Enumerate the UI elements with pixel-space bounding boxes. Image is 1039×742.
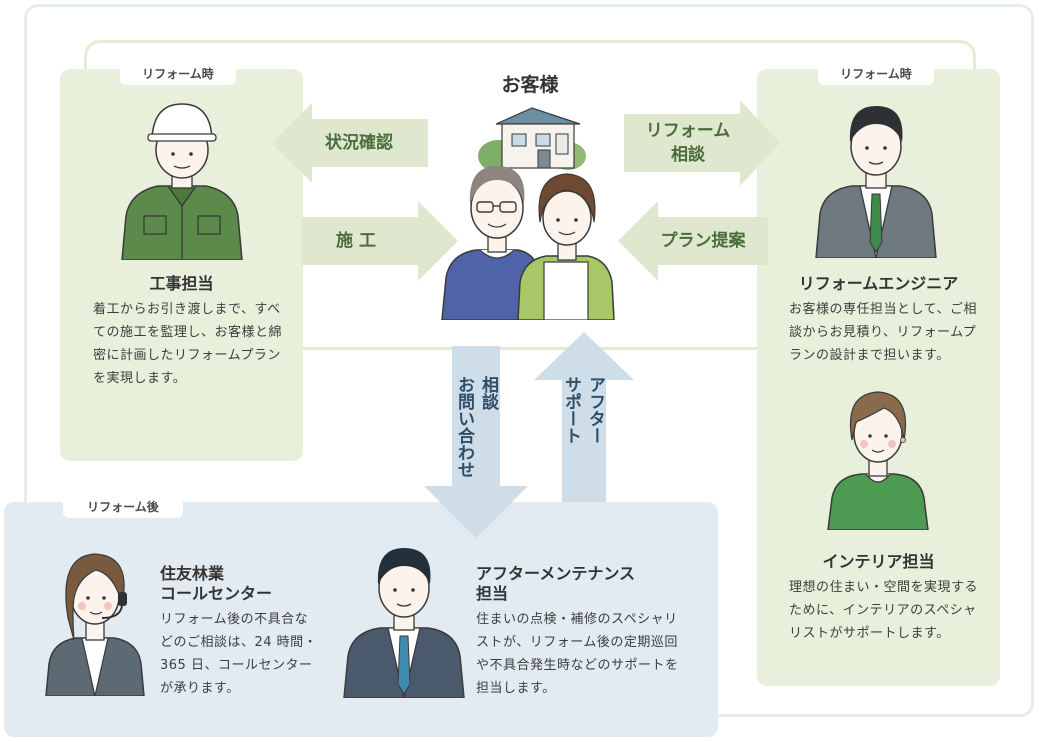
construction-arrow: [302, 201, 458, 281]
after-support-label-1: アフター: [585, 376, 605, 444]
construction-label: 施 工: [336, 231, 376, 251]
customer-title: お客様: [501, 74, 559, 96]
after-support-arrow: [534, 332, 634, 502]
maintenance-title-line2: 担当: [476, 584, 509, 603]
reform-time-tag-right: リフォーム時: [818, 63, 934, 85]
plan-proposal-label: プラン提案: [660, 231, 746, 251]
call-center-description: リフォーム後の不具合などのご相談は、24 時間・365 日、コールセンターが承り…: [160, 612, 318, 696]
call-center-title-line2: コールセンター: [160, 584, 273, 603]
reform-consultation-label-2: 相談: [671, 145, 705, 165]
interior-role-description: 理想の住まい・空間を実現するために、インテリアのスペシャリストがサポートします。: [789, 580, 979, 641]
interior-role-title: インテリア担当: [822, 552, 935, 571]
construction-worker-illustration: [121, 103, 243, 260]
status-check-arrow: [272, 103, 428, 183]
call-center-operator-illustration: [45, 553, 145, 696]
inquiry-label-1: 相談: [478, 376, 498, 410]
maintenance-title-line1: アフターメンテナンス: [476, 564, 636, 583]
reform-consultation-arrow: [624, 100, 780, 186]
after-reform-tag: リフォーム後: [63, 496, 183, 518]
inquiry-label-2: お問い合わせ: [454, 376, 474, 478]
construction-role-description: 着工からお引き渡しまで、すべての施工を監理し、お客様と綿密に計画したリフォームプ…: [93, 302, 283, 386]
maintenance-description: 住まいの点検・補修のスペシャリストが、リフォーム後の定期巡回や不具合発生時などの…: [476, 612, 679, 696]
plan-proposal-arrow: [618, 201, 768, 281]
customer-couple-illustration: [441, 166, 615, 320]
interior-staff-illustration: [827, 391, 929, 530]
reform-time-tag-left: リフォーム時: [120, 63, 236, 85]
engineer-role-description: お客様の専任担当として、ご相談からお見積り、リフォームプランの設計まで担います。: [789, 302, 977, 363]
after-support-label-2: サポート: [561, 376, 581, 444]
reform-engineer-illustration: [815, 106, 937, 258]
construction-role-title: 工事担当: [149, 274, 214, 293]
house-illustration: [478, 107, 586, 172]
status-check-label: 状況確認: [325, 133, 393, 153]
engineer-role-title: リフォームエンジニア: [798, 274, 959, 293]
inquiry-arrow: [424, 346, 528, 538]
maintenance-staff-illustration: [343, 548, 465, 698]
reform-consultation-label-1: リフォーム: [645, 121, 731, 141]
call-center-title-line1: 住友林業: [160, 564, 225, 583]
